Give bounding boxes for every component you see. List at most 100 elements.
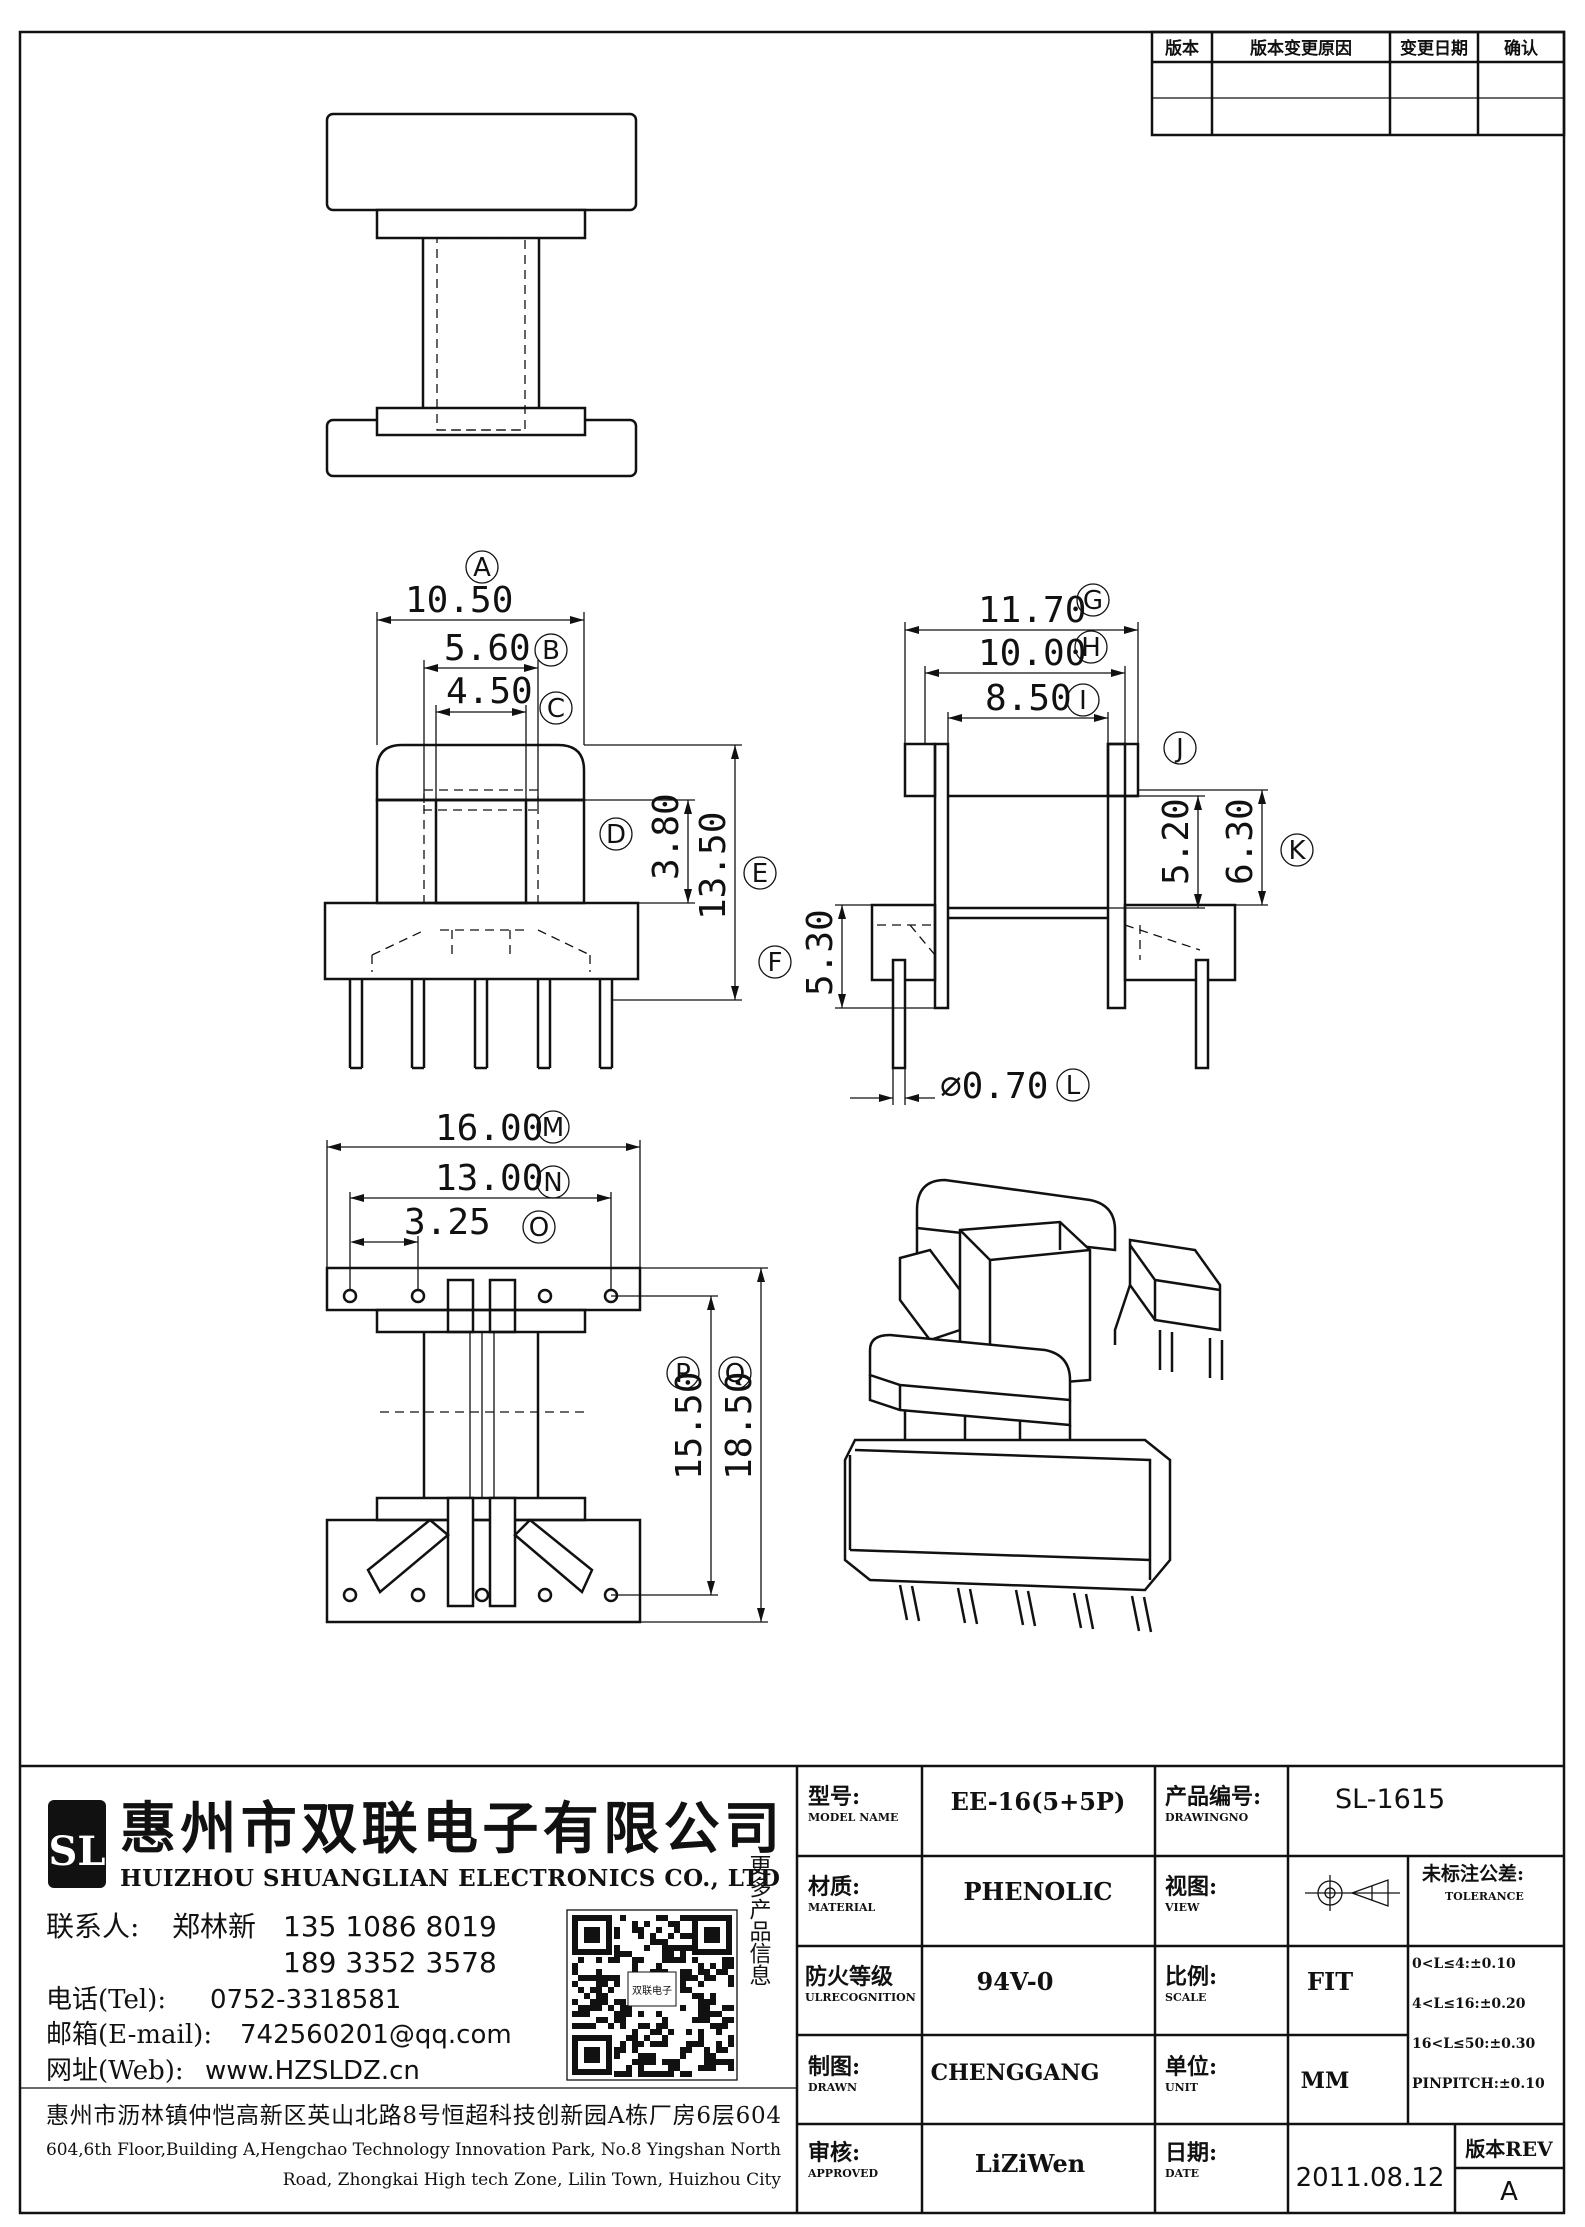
- ul-value: 94V-0: [977, 1967, 1054, 1996]
- ul-label: 防火等级: [805, 1964, 893, 1990]
- company-name-en: HUIZHOU SHUANGLIAN ELECTRONICS CO., LTD: [120, 1865, 780, 1892]
- drawn-value: CHENGGANG: [931, 2060, 1100, 2086]
- qr-caption: 更多产品信息: [746, 1854, 772, 1986]
- dim-c-value: 4.50: [446, 671, 533, 712]
- tolerance-label: 未标注公差:: [1421, 1862, 1524, 1885]
- date-label: 日期:: [1165, 2140, 1217, 2166]
- isometric-pins: [898, 1584, 1153, 1633]
- dim-p-letter: P: [675, 1359, 691, 1389]
- dim-q-marker: [718, 1356, 752, 1390]
- address-cn: 惠州市沥林镇仲恺高新区英山北路8号恒超科技创新园A栋厂房6层604: [46, 2103, 781, 2129]
- dim-f-letter: F: [768, 948, 783, 978]
- view-label-en: VIEW: [1164, 1901, 1200, 1914]
- qr-code: 双联电子: [566, 1909, 738, 2081]
- dim-k-letter: K: [1288, 836, 1306, 866]
- material-label: 材质:: [808, 1874, 860, 1900]
- top-view: [325, 112, 638, 478]
- drawingno-label: 产品编号:: [1165, 1784, 1261, 1810]
- unit-label-en: UNIT: [1165, 2081, 1199, 2094]
- tolerance-line-4: PINPITCH:±0.10: [1412, 2076, 1545, 2092]
- dim-h-value: 10.00: [978, 633, 1086, 674]
- dim-h-letter: H: [1081, 633, 1101, 663]
- material-value: PHENOLIC: [963, 1877, 1112, 1906]
- dim-n-value: 13.00: [435, 1158, 543, 1199]
- date-value: 2011.08.12: [1296, 2163, 1445, 2193]
- dim-d-value: 3.80: [646, 793, 687, 880]
- bottom-view: 16.00 M 13.00 N 3.25 O 15.50 P 18.50 Q: [325, 1108, 768, 1624]
- dim-i-marker: [1066, 683, 1100, 717]
- dim-l-marker: [1056, 1068, 1090, 1102]
- rev-header-confirm: 确认: [1504, 38, 1539, 59]
- dim-q-letter: Q: [725, 1359, 745, 1389]
- contact-phone-1: 135 1086 8019: [283, 1910, 497, 1943]
- email-label: 邮箱(E-mail):: [46, 2020, 212, 2050]
- dim-i-value: 8.50: [985, 678, 1072, 719]
- drawingno-label-en: DRAWINGNO: [1165, 1811, 1249, 1824]
- contact-name: 郑林新: [172, 1910, 256, 1943]
- dim-j-letter: J: [1174, 734, 1184, 764]
- tolerance-label-en: TOLERANCE: [1445, 1890, 1524, 1903]
- dim-c-letter: C: [547, 694, 565, 724]
- company-block: SL 惠州市双联电子有限公司 HUIZHOU SHUANGLIAN ELECTR…: [20, 1796, 797, 2190]
- revision-table: 版本 版本变更原因 变更日期 确认: [1150, 30, 1566, 137]
- dim-f-value: 5.30: [800, 909, 841, 996]
- dim-k-value: 6.30: [1220, 798, 1261, 885]
- dim-b-value: 5.60: [444, 628, 531, 669]
- dim-m-value: 16.00: [435, 1108, 543, 1149]
- dim-b-marker: [534, 633, 568, 667]
- dim-k2-value: 5.20: [1156, 798, 1197, 885]
- rev-label: 版本REV: [1465, 2137, 1553, 2161]
- dim-l-value: ⌀0.70: [940, 1066, 1048, 1107]
- contact-label: 联系人:: [46, 1910, 139, 1943]
- dim-m-marker: [536, 1110, 570, 1144]
- dim-h-marker: [1074, 630, 1108, 664]
- pin-holes: [342, 1288, 619, 1603]
- dim-k-marker: [1280, 833, 1314, 867]
- ul-label-en: ULRECOGNITION: [805, 1991, 916, 2004]
- dim-p-value: 15.50: [669, 1372, 710, 1480]
- drawn-label-en: DRAWN: [808, 2081, 857, 2094]
- model-label: 型号:: [808, 1784, 860, 1810]
- dim-a-value: 10.50: [405, 580, 513, 621]
- dim-e-marker: [743, 856, 777, 890]
- contact-phone-2: 189 3352 3578: [283, 1946, 497, 1979]
- sheet-border: [18, 30, 1566, 2215]
- tolerance-line-1: 0<L≤4:±0.10: [1412, 1956, 1516, 1972]
- approved-label-en: APPROVED: [807, 2167, 879, 2180]
- email-value: 742560201@qq.com: [240, 2020, 512, 2050]
- scale-value: FIT: [1307, 1967, 1353, 1996]
- dim-l-letter: L: [1066, 1071, 1081, 1101]
- address-en-1: 604,6th Floor,Building A,Hengchao Techno…: [46, 2140, 781, 2160]
- dim-f-marker: [758, 945, 792, 979]
- dim-n-marker: [536, 1165, 570, 1199]
- dim-b-letter: B: [542, 636, 560, 666]
- dim-a-letter: A: [473, 553, 491, 583]
- title-block: 型号: MODEL NAME EE-16(5+5P) 产品编号: DRAWING…: [20, 1764, 1564, 2213]
- projection-symbol-icon: [1305, 1875, 1400, 1911]
- dim-g-value: 11.70: [978, 590, 1086, 631]
- drawn-label: 制图:: [808, 2054, 860, 2080]
- front-pins: [348, 979, 614, 1070]
- dim-e-letter: E: [752, 859, 768, 889]
- unit-value: MM: [1301, 2068, 1350, 2094]
- approved-label: 审核:: [808, 2140, 860, 2166]
- dim-g-letter: G: [1083, 586, 1103, 616]
- date-label-en: DATE: [1165, 2167, 1199, 2180]
- dim-j-marker: [1163, 731, 1197, 765]
- web-value: www.HZSLDZ.cn: [205, 2056, 420, 2086]
- company-name-cn: 惠州市双联电子有限公司: [120, 1796, 780, 1862]
- view-label: 视图:: [1165, 1874, 1217, 1900]
- dim-i-letter: I: [1079, 686, 1087, 716]
- material-label-en: MATERIAL: [808, 1901, 876, 1914]
- scale-label-en: SCALE: [1165, 1991, 1206, 2004]
- front-view: 10.50 A 5.60 B 4.50 C 3.80 D 13.50 E: [323, 550, 777, 1070]
- unit-label: 单位:: [1165, 2054, 1217, 2080]
- tolerance-line-3: 16<L≤50:±0.30: [1412, 2036, 1536, 2052]
- dim-d-letter: D: [606, 820, 626, 850]
- dim-p-marker: [666, 1356, 700, 1390]
- model-value: EE-16(5+5P): [951, 1787, 1126, 1816]
- company-logo: SL: [48, 1800, 106, 1888]
- model-label-en: MODEL NAME: [808, 1811, 898, 1824]
- dim-n-letter: N: [543, 1168, 562, 1198]
